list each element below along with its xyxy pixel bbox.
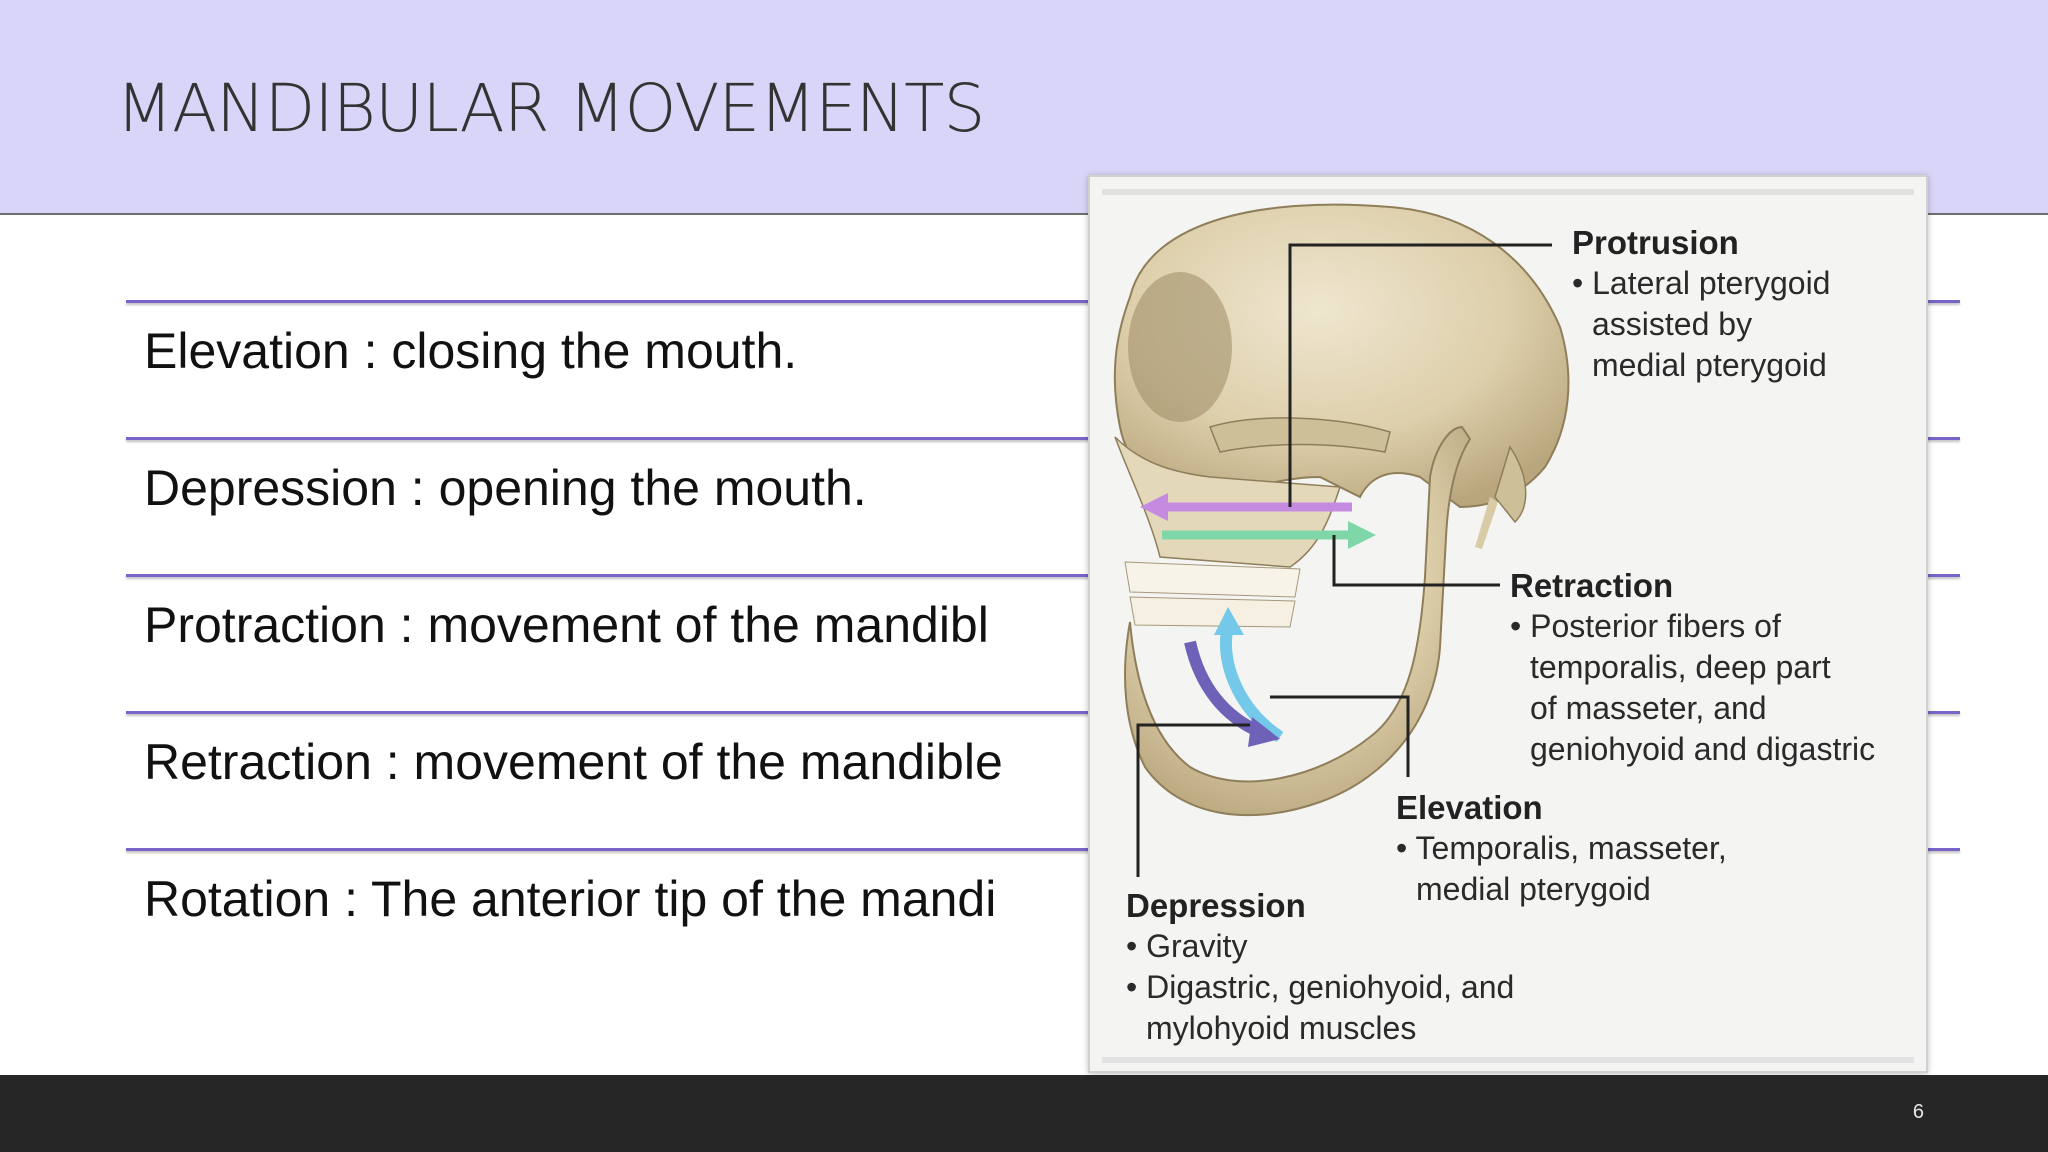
divider-line xyxy=(126,711,1960,714)
depression-line: • Gravity xyxy=(1126,928,1248,964)
elevation-line: medial pterygoid xyxy=(1416,871,1651,907)
retraction-line: temporalis, deep part xyxy=(1530,649,1831,685)
list-item-rotation: Rotation : The anterior tip of the mandi xyxy=(144,871,997,927)
list-item-elevation: Elevation : closing the mouth. xyxy=(144,323,798,379)
slide-footer: 6 xyxy=(0,1075,2048,1152)
divider-line xyxy=(126,437,1960,440)
list-item-depression: Depression : opening the mouth. xyxy=(144,460,867,516)
divider-line xyxy=(126,574,1960,577)
divider-line xyxy=(126,848,1960,851)
protrusion-line: medial pterygoid xyxy=(1592,347,1827,383)
elevation-line: • Temporalis, masseter, xyxy=(1396,830,1727,866)
retraction-line: geniohyoid and digastric xyxy=(1530,731,1876,767)
mandible-movement-figure: Protrusion • Lateral pterygoid assisted … xyxy=(1088,175,1928,1073)
elevation-label: Elevation xyxy=(1396,789,1543,826)
slide-title: MANDIBULAR MOVEMENTS xyxy=(116,70,985,147)
retraction-line: • Posterior fibers of xyxy=(1510,608,1781,644)
depression-label: Depression xyxy=(1126,887,1306,924)
page-number: 6 xyxy=(1912,1101,1924,1123)
list-item-retraction: Retraction : movement of the mandible xyxy=(144,734,1003,790)
retraction-label: Retraction xyxy=(1510,567,1674,604)
depression-line: • Digastric, geniohyoid, and xyxy=(1126,969,1515,1005)
divider-line xyxy=(126,300,1960,303)
protrusion-line: assisted by xyxy=(1592,306,1753,342)
slide-header: MANDIBULAR MOVEMENTS xyxy=(0,0,2048,215)
retraction-line: of masseter, and xyxy=(1530,690,1767,726)
skull-illustration xyxy=(1102,189,1914,1063)
protrusion-label: Protrusion xyxy=(1572,224,1739,261)
list-item-protraction: Protraction : movement of the mandibl xyxy=(144,597,989,653)
depression-line: mylohyoid muscles xyxy=(1146,1010,1417,1046)
protrusion-line: • Lateral pterygoid xyxy=(1572,265,1831,301)
